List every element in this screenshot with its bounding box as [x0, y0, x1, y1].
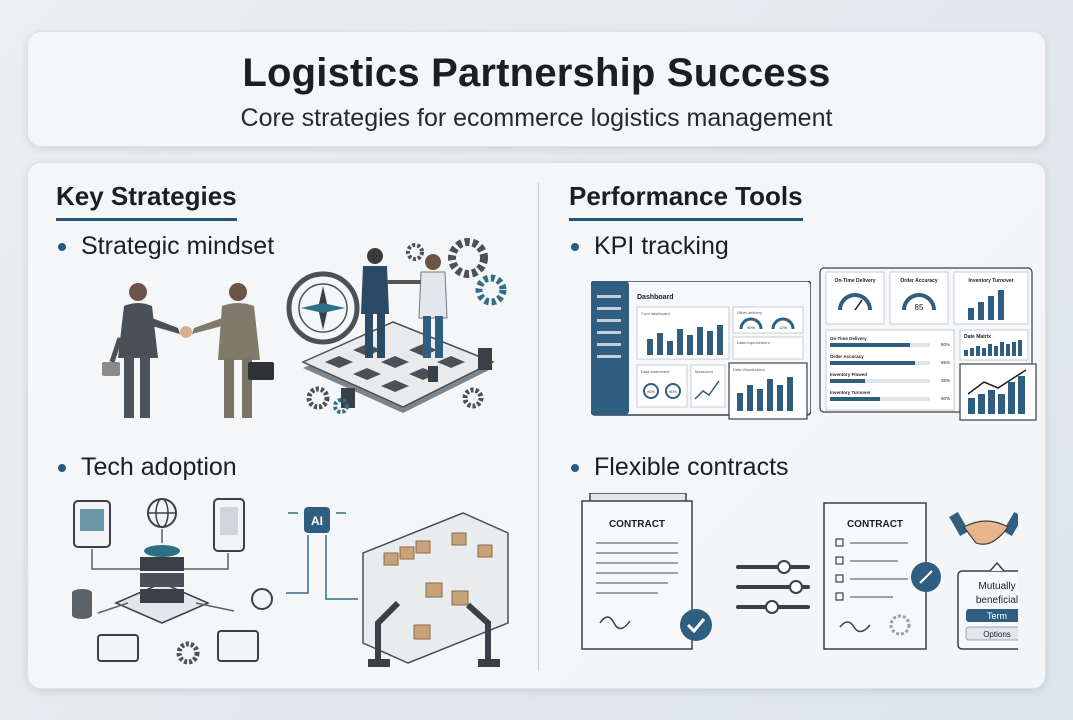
panel-a-bars: [647, 325, 723, 355]
strategy-chessboard-illustration: [286, 238, 507, 414]
bullet-label: KPI tracking: [594, 232, 729, 260]
performance-tools-title: Performance Tools: [569, 181, 803, 221]
panel-c-label: Data Instrument: [641, 369, 670, 374]
kpi-row-value: 50%: [941, 396, 950, 401]
panel-b-label: Other delivery: [737, 310, 762, 315]
kpi-row-fill: [830, 379, 865, 383]
dashboard-title: Dashboard: [637, 294, 674, 301]
kpi-row-label: Order Accuracy: [830, 354, 864, 359]
kpi-order-accuracy-value: 85: [915, 303, 924, 312]
kpi-row-value: 35%: [941, 378, 950, 383]
column-divider: [538, 183, 539, 671]
bullet-dot: [58, 242, 66, 251]
kpi-date-metric-label: Date Matrix: [964, 334, 991, 340]
kpi-row-label: Inventory Flowed: [830, 372, 867, 377]
panel-d-label: Measured: [695, 369, 713, 374]
panel-c-value-2: 90%: [669, 389, 677, 394]
kpi-row-value: 85%: [941, 360, 950, 365]
handshake-icon: [949, 511, 1018, 545]
ai-badge-text: AI: [311, 514, 323, 528]
options-pill: Options: [983, 630, 1011, 639]
bullet-strategic-mindset: Strategic mindset: [58, 232, 274, 261]
bullet-kpi-tracking: KPI tracking: [571, 232, 729, 261]
kpi-row-track: [830, 379, 930, 383]
kpi-cards-illustration: On-Time Delivery Order Accuracy 85 Inven…: [819, 267, 1037, 421]
bullet-label: Flexible contracts: [594, 453, 789, 481]
contract-doc-2-label: CONTRACT: [847, 519, 903, 530]
dashboard-illustration: Dashboard Core dashboard Other delivery …: [591, 281, 811, 420]
kpi-row-fill: [830, 397, 880, 401]
panel-b-value-2: 12%: [779, 325, 787, 330]
tech-adoption-illustration: AI: [72, 498, 509, 667]
kpi-row-fill: [830, 361, 915, 365]
kpi-rows: On Time Delivery 80% Order Accuracy 85% Inve…: [830, 336, 950, 401]
kpi-row-value: 80%: [941, 342, 950, 347]
panel-b-value-1: 90%: [747, 325, 755, 330]
kpi-row-label: On Time Delivery: [830, 336, 867, 341]
contract-doc-1-label: CONTRACT: [609, 519, 665, 530]
panel-a-label: Core dashboard: [641, 311, 670, 316]
panel-e-label: Data Visualization: [733, 367, 765, 372]
mutual-text-2: beneficial: [976, 595, 1018, 606]
main-card: Key Strategies Strategic mindset Tech ad…: [27, 162, 1046, 689]
panel-e-bars: [737, 377, 793, 411]
page-subtitle: Core strategies for ecommerce logistics …: [240, 104, 833, 132]
page-title: Logistics Partnership Success: [242, 51, 831, 95]
kpi-row-label: Inventory Turnover: [830, 390, 871, 395]
bullet-dot: [571, 463, 579, 472]
handshake-businessmen-illustration: [102, 283, 274, 418]
contracts-illustration: CONTRACT CONTRACT: [581, 493, 1018, 650]
bullet-label: Tech adoption: [81, 453, 237, 481]
kpi-on-time-label: On-Time Delivery: [834, 278, 875, 284]
term-pill: Term: [987, 611, 1007, 621]
kpi-row-fill: [830, 343, 910, 347]
panel-f-label: Data improvement: [737, 340, 771, 345]
kpi-order-accuracy-label: Order Accuracy: [900, 278, 938, 284]
bullet-tech-adoption: Tech adoption: [58, 453, 237, 482]
bullet-dot: [571, 242, 579, 251]
bullet-flexible-contracts: Flexible contracts: [571, 453, 789, 482]
key-strategies-title: Key Strategies: [56, 181, 237, 221]
kpi-inventory-label: Inventory Turnover: [968, 278, 1013, 284]
contract-sliders: [736, 560, 810, 614]
mutual-text-1: Mutually: [978, 581, 1015, 592]
header-card: Logistics Partnership Success Core strat…: [27, 31, 1046, 147]
bullet-dot: [58, 463, 66, 472]
panel-c-value-1: 90%: [647, 389, 655, 394]
bullet-label: Strategic mindset: [81, 232, 275, 260]
